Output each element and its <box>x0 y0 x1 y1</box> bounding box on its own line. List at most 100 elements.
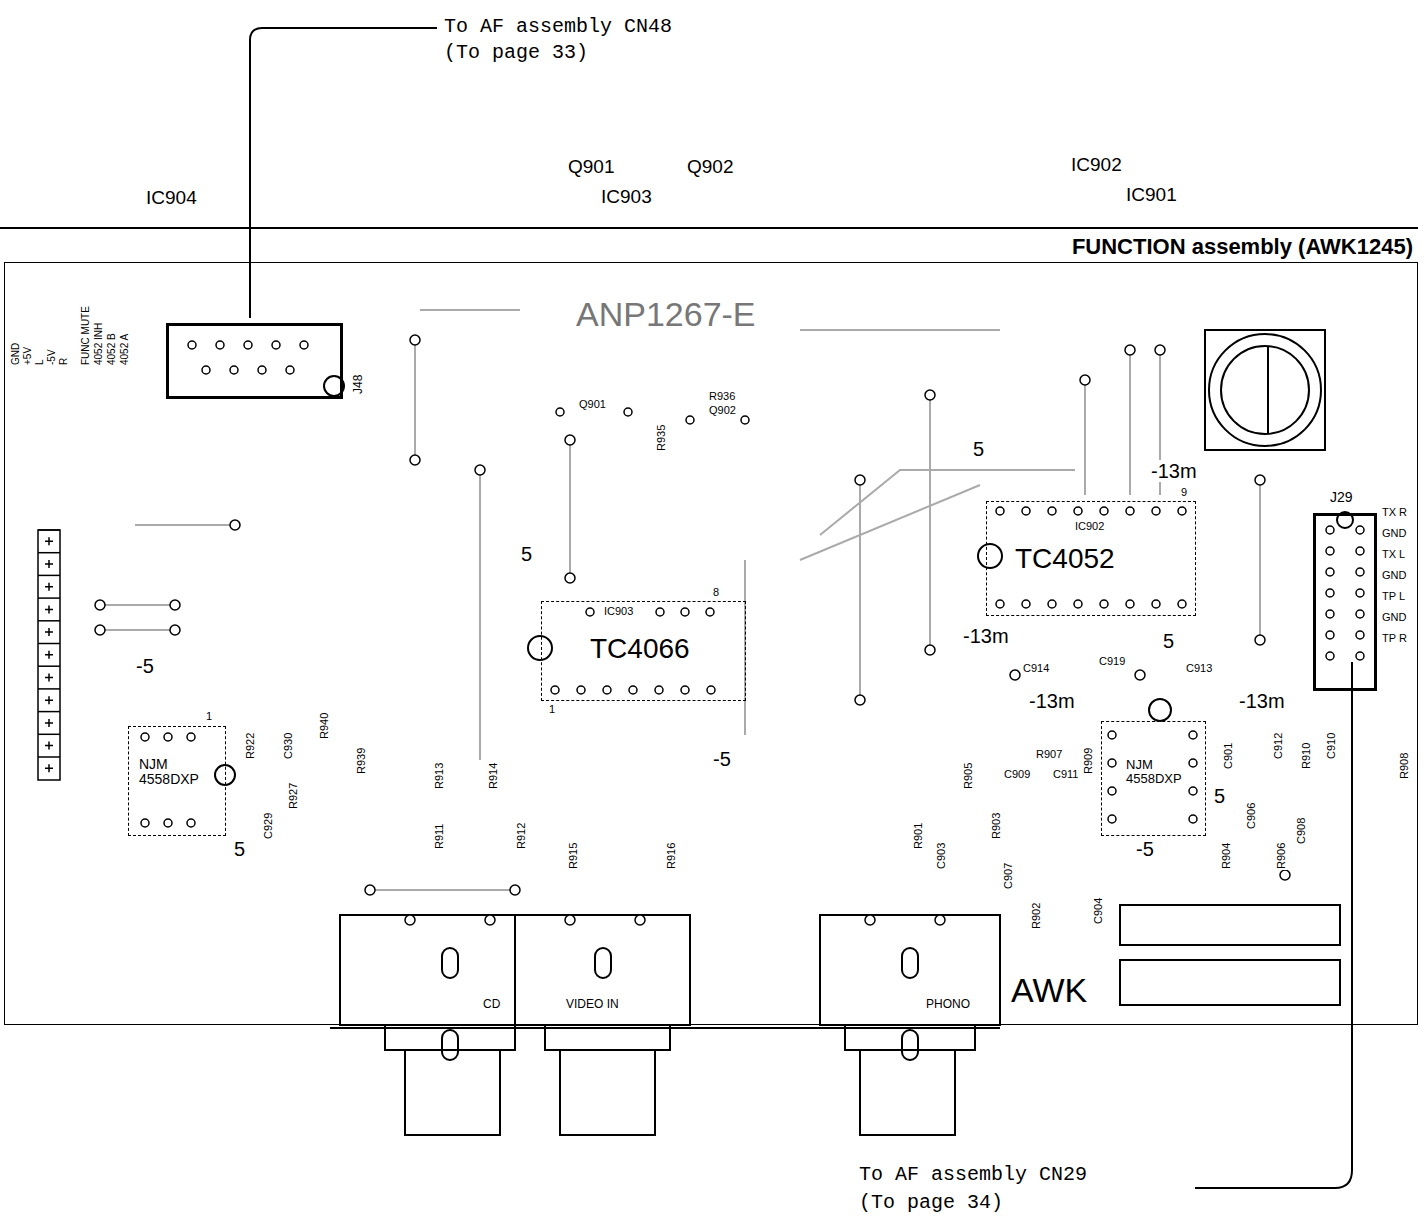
solder-pad <box>1326 652 1334 660</box>
rca-jack <box>330 915 1000 1135</box>
solder-pad <box>1326 610 1334 618</box>
pcb-trace <box>1129 350 1131 495</box>
solder-pad <box>586 608 594 616</box>
ic-ref: IC903 <box>604 605 633 617</box>
rca-jack <box>902 948 918 978</box>
component-ref: R901 <box>912 822 924 850</box>
solder-pad <box>1022 600 1030 608</box>
solder-pad <box>410 455 420 465</box>
connector-box: J29 <box>1313 513 1377 691</box>
solder-pad <box>565 915 575 925</box>
solder-pad <box>141 733 149 741</box>
pcb-trace <box>800 329 1000 331</box>
voltage-label: -5 <box>1135 838 1155 860</box>
pin-name: 4052 B <box>106 332 117 366</box>
solder-pad <box>365 885 375 895</box>
component-ref: R907 <box>1035 748 1063 760</box>
solder-pad <box>1356 631 1364 639</box>
ic-notch <box>215 376 1353 785</box>
header-strip <box>38 597 60 599</box>
solder-pad <box>935 915 945 925</box>
solder-pad <box>1108 731 1116 739</box>
solder-pad <box>1178 600 1186 608</box>
voltage-label: -13m <box>1028 690 1076 712</box>
component-ref: R903 <box>990 812 1002 840</box>
header-strip <box>45 764 53 772</box>
header-strip <box>38 529 60 531</box>
component-ref: R902 <box>1030 902 1042 930</box>
header-strip <box>45 628 53 636</box>
ic-notch <box>215 765 235 785</box>
header-strip <box>45 696 53 704</box>
part-ref: IC901 <box>1125 185 1178 206</box>
connector-ref: J29 <box>1330 490 1353 505</box>
voltage-label: -5 <box>135 655 155 677</box>
pcb-trace <box>820 470 1075 535</box>
solder-pad <box>1126 507 1134 515</box>
ic-type: NJM 4558DXP <box>1126 758 1188 787</box>
rca-jack <box>902 1030 918 1060</box>
pin-name: -5V <box>46 348 57 366</box>
voltage-label: -13m <box>1150 460 1198 482</box>
ic-type: TC4066 <box>590 634 690 665</box>
solder-pad <box>603 686 611 694</box>
solder-pad <box>551 686 559 694</box>
component-ref: Q902 <box>708 404 737 416</box>
component-ref: R939 <box>355 747 367 775</box>
pin-name: TP R <box>1381 632 1408 644</box>
pcb-trace <box>1259 480 1261 640</box>
solder-pad <box>706 608 714 616</box>
solder-pad <box>1080 375 1090 385</box>
component-ref: C912 <box>1272 732 1284 760</box>
potentiometer <box>1205 330 1325 450</box>
leader-line <box>1195 662 1352 1188</box>
solder-pad <box>1356 589 1364 597</box>
solder-pad <box>686 416 694 424</box>
component-ref: R905 <box>962 762 974 790</box>
component-ref: C930 <box>282 732 294 760</box>
connector-ref: J48 <box>352 375 365 394</box>
solder-pad <box>1178 507 1186 515</box>
voltage-label: -13m <box>1238 690 1286 712</box>
pin-name: TX L <box>1381 548 1406 560</box>
pin-number: 8 <box>712 586 720 598</box>
voltage-label: 5 <box>972 438 985 460</box>
solder-pad <box>141 819 149 827</box>
component-ref: R940 <box>318 712 330 740</box>
solder-pad <box>202 366 210 374</box>
callout-text: To AF assembly CN29 <box>858 1164 1088 1186</box>
component-ref: C908 <box>1295 817 1307 845</box>
ic-type: NJM 4558DXP <box>139 757 211 788</box>
component-ref: R908 <box>1398 752 1410 780</box>
solder-pad <box>405 915 415 925</box>
solder-pad <box>1155 345 1165 355</box>
solder-pad <box>1022 507 1030 515</box>
pin-name: TX R <box>1381 506 1408 518</box>
jack-label: PHONO <box>925 998 971 1011</box>
header-strip <box>45 605 53 613</box>
voltage-label: 5 <box>520 543 533 565</box>
connector-box: J48 <box>166 323 343 399</box>
part-ref: Q901 <box>567 157 615 178</box>
board-code: AWK <box>1010 972 1088 1009</box>
solder-pad <box>187 819 195 827</box>
component-ref: Q901 <box>578 398 607 410</box>
solder-pad <box>681 608 689 616</box>
solder-pad <box>1356 526 1364 534</box>
rca-jack <box>340 915 515 1025</box>
part-ref: Q902 <box>686 157 734 178</box>
leader-line <box>250 28 437 318</box>
solder-pad <box>300 341 308 349</box>
voltage-label: -5 <box>712 748 732 770</box>
callout-text: (To page 34) <box>858 1192 1004 1214</box>
voltage-label: -13m <box>962 625 1010 647</box>
solder-pad <box>1356 652 1364 660</box>
pcb-trace <box>100 629 175 631</box>
solder-pad <box>556 408 564 416</box>
solder-pad <box>1356 610 1364 618</box>
pin-name: GND <box>1381 527 1407 539</box>
leader-line <box>250 28 1352 1188</box>
board-number: ANP1267-E <box>575 296 757 333</box>
